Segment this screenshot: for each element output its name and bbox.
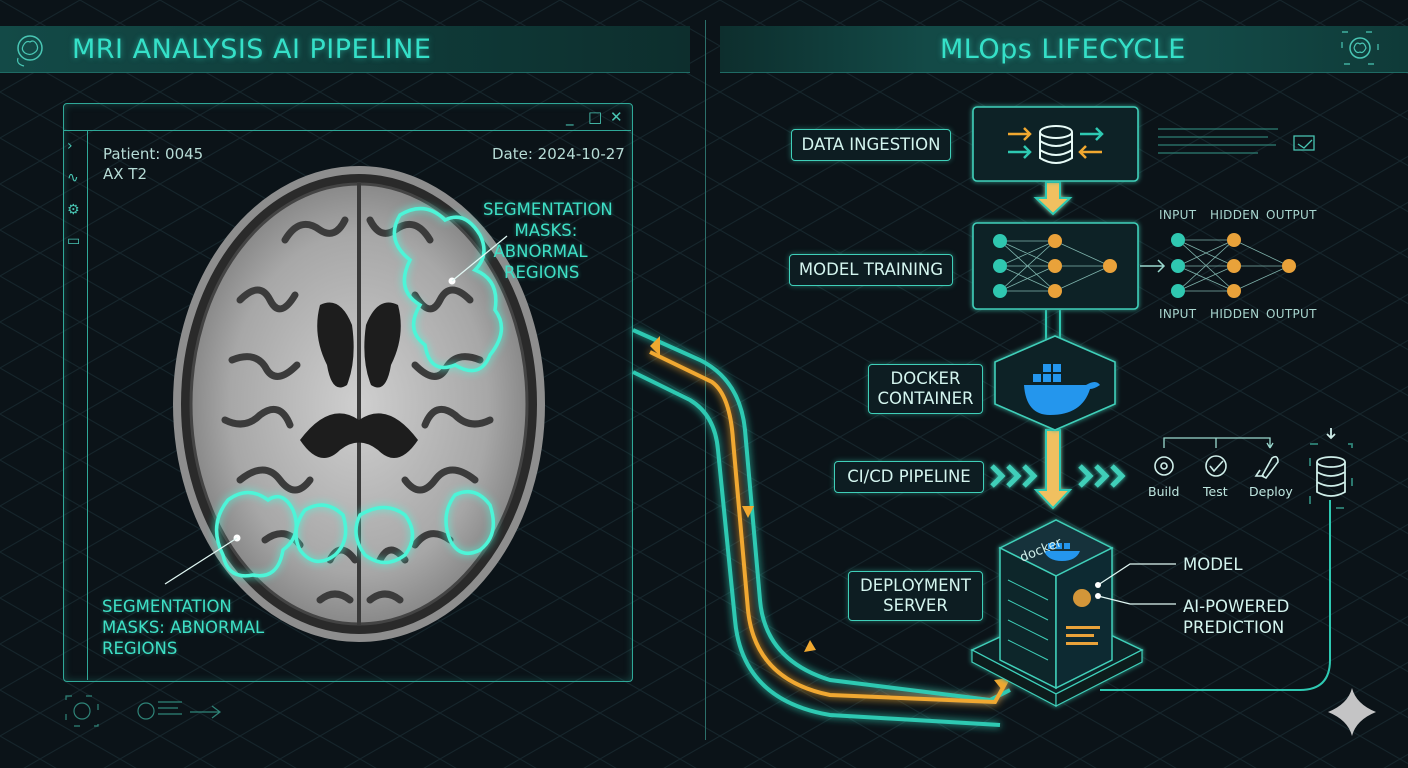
nn-input-label-top: INPUT xyxy=(1159,208,1197,222)
segmentation-label-left: SEGMENTATION MASKS: ABNORMAL REGIONS xyxy=(102,597,265,658)
pulse-icon[interactable]: ∿ xyxy=(67,170,79,186)
mri-pipeline-title: MRI ANALYSIS AI PIPELINE xyxy=(72,34,432,65)
mlops-lifecycle-title: MLOps LIFECYCLE xyxy=(940,34,1186,65)
cicd-pipeline-label: CI/CD PIPELINE xyxy=(834,461,984,493)
close-button[interactable]: ✕ xyxy=(610,108,623,126)
gear-build-icon xyxy=(1154,456,1174,476)
window-titlebar-line xyxy=(63,130,631,131)
cicd-step-test: Test xyxy=(1203,484,1228,499)
model-callout: MODEL xyxy=(1183,555,1243,574)
minimize-button[interactable]: _ xyxy=(566,108,574,126)
folder-icon[interactable]: ▭ xyxy=(67,233,81,249)
sparkle-icon xyxy=(1328,688,1376,736)
segmentation-label-right: SEGMENTATION MASKS: ABNORMAL REGIONS xyxy=(483,200,613,282)
prediction-callout: AI-POWERED PREDICTION xyxy=(1183,597,1290,637)
model-training-label: MODEL TRAINING xyxy=(789,254,953,286)
window-sidebar xyxy=(63,130,88,680)
docker-container-label: DOCKER CONTAINER xyxy=(868,364,983,414)
patient-id: Patient: 0045 xyxy=(103,145,204,163)
docker-container-node xyxy=(994,335,1116,431)
deployment-server-label: DEPLOYMENT SERVER xyxy=(848,571,983,621)
nn-output-label-bottom: OUTPUT xyxy=(1266,307,1317,321)
rocket-deploy-icon xyxy=(1254,455,1279,480)
scan-sequence: AX T2 xyxy=(103,165,148,183)
database-stack-icon xyxy=(1309,428,1353,509)
brain-chip-icon xyxy=(1341,31,1379,65)
data-ingestion-node xyxy=(972,106,1139,182)
nn-output-label-top: OUTPUT xyxy=(1266,208,1317,222)
nn-input-label-bottom: INPUT xyxy=(1159,307,1197,321)
chevron-right-icon[interactable]: › xyxy=(67,138,73,154)
data-ingestion-label: DATA INGESTION xyxy=(791,129,951,161)
header-bar-left xyxy=(0,26,690,73)
maximize-button[interactable]: □ xyxy=(588,108,603,126)
monitor-check-icon xyxy=(1293,135,1315,151)
head-brain-icon xyxy=(17,35,43,67)
cicd-step-deploy: Deploy xyxy=(1249,484,1293,499)
gear-icon[interactable]: ⚙ xyxy=(67,202,80,218)
checkmark-test-icon xyxy=(1205,455,1227,477)
database-icon xyxy=(1039,125,1073,164)
scan-date: Date: 2024-10-27 xyxy=(492,145,625,163)
header-bar-right xyxy=(720,26,1408,73)
docker-whale-icon xyxy=(1024,364,1100,415)
cicd-step-build: Build xyxy=(1148,484,1180,499)
nn-hidden-label-bottom: HIDDEN xyxy=(1210,307,1260,321)
decorative-toolbar-icons xyxy=(65,695,221,727)
mri-viewer-window xyxy=(63,103,633,682)
nn-hidden-label-top: HIDDEN xyxy=(1210,208,1260,222)
